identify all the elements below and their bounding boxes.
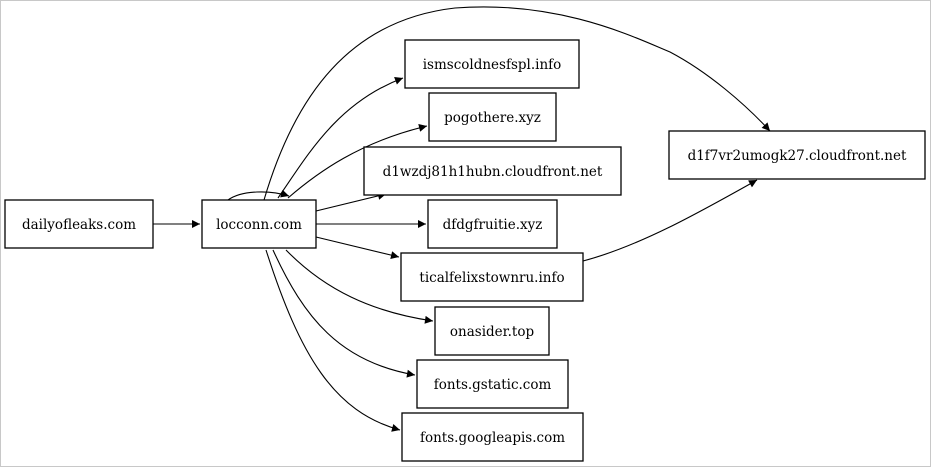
node-d1wzdj81h1hubn: d1wzdj81h1hubn.cloudfront.net <box>363 146 622 196</box>
node-onasider: onasider.top <box>434 306 550 356</box>
node-label: locconn.com <box>216 217 302 233</box>
node-box <box>201 199 317 249</box>
node-box <box>401 412 584 462</box>
node-d1f7vr2umogk27: d1f7vr2umogk27.cloudfront.net <box>668 130 926 180</box>
node-locconn: locconn.com <box>201 199 317 249</box>
node-box <box>434 306 550 356</box>
edge-ticalfelixstownru-to-d1f7vr2umogk27 <box>582 179 758 262</box>
node-box <box>363 146 622 196</box>
edge-locconn-to-d1f7vr2umogk27 <box>263 6 771 201</box>
node-box <box>404 39 580 89</box>
node-box <box>400 252 584 302</box>
node-label: d1wzdj81h1hubn.cloudfront.net <box>383 164 603 180</box>
node-dailyofleaks: dailyofleaks.com <box>4 199 154 249</box>
node-ticalfelixstownru: ticalfelixstownru.info <box>400 252 584 302</box>
edge-locconn-to-ismscoldnesfspl <box>277 77 404 199</box>
node-fonts_gstatic: fonts.gstatic.com <box>416 359 569 409</box>
edge-locconn-to-fonts_gstatic <box>272 249 416 378</box>
edge-locconn-to-d1wzdj81h1hubn <box>315 192 387 212</box>
node-fonts_googleapis: fonts.googleapis.com <box>401 412 584 462</box>
node-ismscoldnesfspl: ismscoldnesfspl.info <box>404 39 580 89</box>
node-box <box>427 199 558 249</box>
nodes-layer: dailyofleaks.com locconn.com ismscoldnesfs… <box>4 39 926 462</box>
node-label: dailyofleaks.com <box>22 217 136 233</box>
node-box <box>668 130 926 180</box>
node-dfdgfruitie: dfdgfruitie.xyz <box>427 199 558 249</box>
node-label: ticalfelixstownru.info <box>419 270 564 286</box>
node-label: ismscoldnesfspl.info <box>423 57 562 73</box>
edge-locconn-to-fonts_googleapis <box>265 249 401 432</box>
node-label: fonts.gstatic.com <box>434 377 552 393</box>
edge-locconn-to-onasider <box>285 249 434 324</box>
edge-locconn-to-pogothere <box>287 123 428 199</box>
node-box <box>416 359 569 409</box>
node-label: fonts.googleapis.com <box>420 430 565 446</box>
edge-locconn-to-ticalfelixstownru <box>315 236 400 260</box>
node-label: pogothere.xyz <box>444 110 541 126</box>
node-label: onasider.top <box>450 324 534 340</box>
node-box <box>428 92 557 142</box>
node-label: d1f7vr2umogk27.cloudfront.net <box>688 148 907 164</box>
edges-layer <box>153 6 771 432</box>
node-pogothere: pogothere.xyz <box>428 92 557 142</box>
node-label: dfdgfruitie.xyz <box>443 217 543 233</box>
node-box <box>4 199 154 249</box>
edge-locconn-to-locconn <box>227 189 290 201</box>
